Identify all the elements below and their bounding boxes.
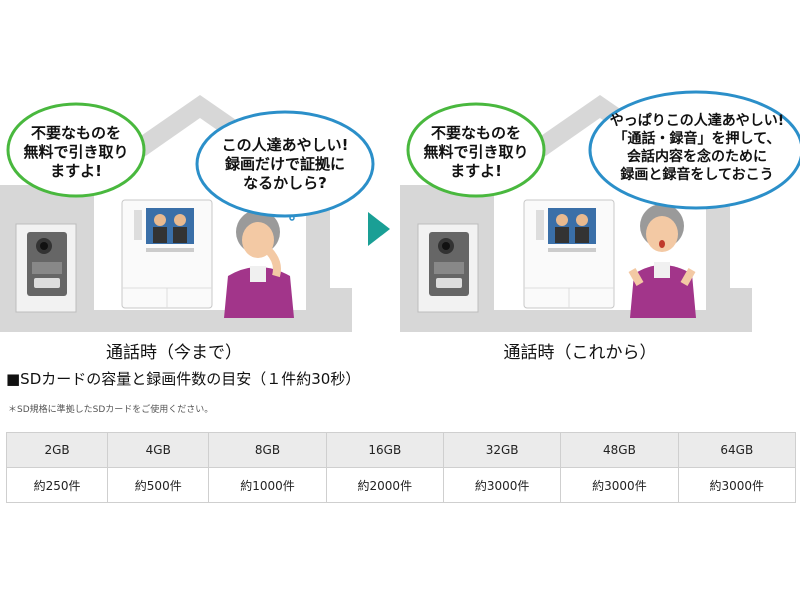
visitor-speech-text: 不要なものを 無料で引き取り ますよ! (23, 124, 129, 180)
count-cell: 約3000件 (560, 467, 679, 503)
resident-thought-bubble (195, 110, 375, 218)
count-cell: 約500件 (107, 467, 210, 503)
monitor-illustration (523, 199, 615, 309)
resident-thought-text: やっぱりこの人達あやしい! 「通話・録音」を押して、 会話内容を念のために 録画… (609, 113, 785, 183)
arrow-right-icon (368, 212, 390, 246)
capacity-cell: 2GB (5, 432, 109, 468)
scene-before: 不要なものを 無料で引き取り ますよ! この人達あやしい! 録画だけで証拠に な… (0, 0, 400, 363)
scene-after: 不要なものを 無料で引き取り ますよ! やっぱりこの人達あやしい! 「通話・録音… (400, 0, 800, 363)
count-cell: 約3000件 (442, 467, 562, 503)
section-title: ■SDカードの容量と録画件数の目安（１件約30秒） (6, 370, 361, 388)
capacity-cell: 4GB (107, 432, 210, 468)
resident-thought-text: この人達あやしい! 録画だけで証拠に なるかしら? (221, 136, 349, 192)
sd-standard-note: ＊SD規格に準拠したSDカードをご使用ください。 (8, 405, 214, 415)
scene-illustration (0, 95, 375, 332)
door-station-illustration (15, 223, 77, 313)
capacity-cell: 48GB (560, 432, 679, 468)
count-cell: 約250件 (5, 467, 109, 503)
visitor-speech-bubble (6, 102, 146, 198)
capacity-cell: 32GB (442, 432, 562, 468)
count-cell: 約2000件 (325, 467, 444, 503)
sd-capacity-table: 2GB 4GB 8GB 16GB 32GB 48GB 64GB 約250件 約5… (5, 432, 797, 503)
resident-thought-bubble (588, 90, 800, 210)
capacity-cell: 8GB (208, 432, 327, 468)
caption-after: 通話時（これから） (503, 343, 657, 363)
caption-before: 通話時（今まで） (106, 343, 242, 363)
resident-worried-illustration (224, 210, 294, 318)
monitor-illustration (121, 199, 213, 309)
scene-illustration (400, 90, 800, 332)
capacity-cell: 16GB (325, 432, 444, 468)
resident-surprised-illustration (628, 204, 696, 318)
capacity-cell: 64GB (677, 432, 797, 468)
door-station-illustration (417, 223, 479, 313)
visitor-speech-text: 不要なものを 無料で引き取り ますよ! (423, 124, 529, 180)
count-cell: 約1000件 (208, 467, 327, 503)
table-row-capacity: 2GB 4GB 8GB 16GB 32GB 48GB 64GB (5, 432, 797, 468)
count-cell: 約3000件 (677, 467, 797, 503)
visitor-speech-bubble (406, 102, 546, 198)
table-row-count: 約250件 約500件 約1000件 約2000件 約3000件 約3000件 … (5, 467, 797, 503)
